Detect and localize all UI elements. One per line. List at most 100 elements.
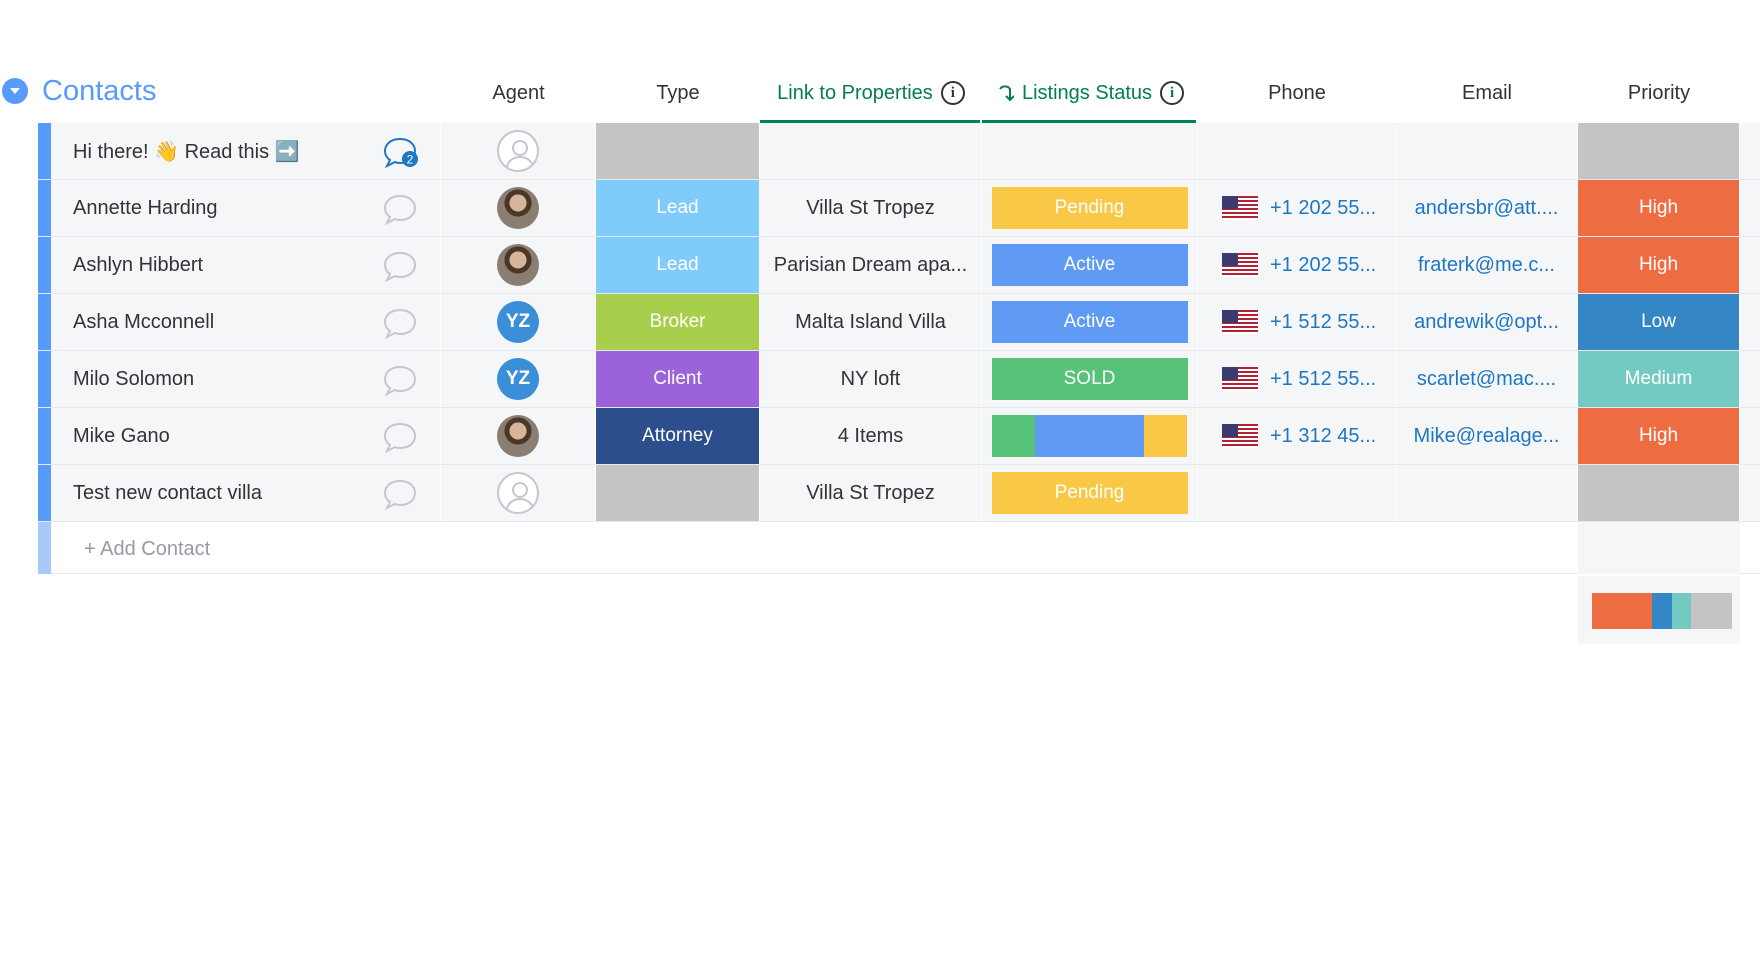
add-contact-input[interactable]: + Add Contact bbox=[84, 538, 211, 560]
item-name-cell[interactable]: Milo Solomon bbox=[51, 351, 441, 407]
item-name[interactable]: Annette Harding bbox=[73, 196, 218, 219]
email-link[interactable]: scarlet@mac.... bbox=[1416, 367, 1557, 390]
phone-number[interactable]: +1 512 55... bbox=[1270, 310, 1377, 333]
phone-cell[interactable]: +1 312 45... bbox=[1198, 408, 1396, 464]
empty-person-icon[interactable] bbox=[497, 472, 539, 514]
avatar[interactable]: YZ bbox=[497, 358, 539, 400]
status-cell[interactable] bbox=[982, 408, 1198, 464]
status-cell[interactable] bbox=[982, 123, 1198, 179]
item-name[interactable]: Test new contact villa bbox=[73, 481, 262, 504]
email-link[interactable]: Mike@realage... bbox=[1413, 424, 1560, 447]
link-cell[interactable]: Villa St Tropez bbox=[760, 180, 982, 236]
updates-icon[interactable] bbox=[382, 193, 420, 225]
status-label[interactable]: Pending bbox=[991, 472, 1188, 514]
status-label[interactable]: SOLD bbox=[991, 358, 1188, 400]
status-cell[interactable]: Active bbox=[982, 294, 1198, 350]
email-cell[interactable]: fraterk@me.c... bbox=[1396, 237, 1578, 293]
priority-summary[interactable] bbox=[1578, 576, 1740, 644]
email-link[interactable]: andersbr@att.... bbox=[1414, 196, 1559, 219]
table-row[interactable]: Asha Mcconnell YZ Broker Malta Island Vi… bbox=[38, 294, 1760, 351]
table-row[interactable]: Annette Harding Lead Villa St Tropez Pen… bbox=[38, 180, 1760, 237]
email-cell[interactable] bbox=[1396, 465, 1578, 521]
phone-cell[interactable]: +1 512 55... bbox=[1198, 351, 1396, 407]
column-header-priority[interactable]: Priority bbox=[1578, 80, 1740, 106]
column-header-listings-status[interactable]: Listings Status i bbox=[982, 80, 1198, 106]
item-name-cell[interactable]: Ashlyn Hibbert bbox=[51, 237, 441, 293]
agent-cell[interactable] bbox=[441, 123, 596, 179]
info-icon[interactable]: i bbox=[940, 81, 965, 105]
email-link[interactable]: andrewik@opt... bbox=[1414, 310, 1559, 333]
item-name[interactable]: Ashlyn Hibbert bbox=[73, 253, 204, 276]
email-cell[interactable]: scarlet@mac.... bbox=[1396, 351, 1578, 407]
email-link[interactable]: fraterk@me.c... bbox=[1418, 253, 1555, 276]
link-cell[interactable]: NY loft bbox=[760, 351, 982, 407]
phone-cell[interactable] bbox=[1198, 123, 1396, 179]
status-cell[interactable]: Pending bbox=[982, 465, 1198, 521]
priority-cell[interactable] bbox=[1578, 123, 1740, 179]
type-cell[interactable]: Broker bbox=[596, 294, 760, 350]
priority-summary-bar[interactable] bbox=[1592, 593, 1732, 629]
phone-number[interactable]: +1 312 45... bbox=[1270, 424, 1377, 447]
column-header-phone[interactable]: Phone bbox=[1198, 80, 1396, 106]
item-name[interactable]: Asha Mcconnell bbox=[73, 310, 215, 333]
item-name[interactable]: Hi there! 👋 Read this ➡️ bbox=[73, 140, 300, 163]
status-cell[interactable]: Pending bbox=[982, 180, 1198, 236]
column-header-agent[interactable]: Agent bbox=[441, 80, 596, 106]
type-cell[interactable]: Lead bbox=[596, 180, 760, 236]
item-name-cell[interactable]: Test new contact villa bbox=[51, 465, 441, 521]
column-header-link-to-properties[interactable]: Link to Properties i bbox=[760, 80, 982, 106]
type-cell[interactable]: Client bbox=[596, 351, 760, 407]
table-row[interactable]: Milo Solomon YZ Client NY loft SOLD +1 5… bbox=[38, 351, 1760, 408]
updates-icon[interactable] bbox=[382, 250, 420, 282]
updates-icon[interactable] bbox=[382, 421, 420, 453]
agent-cell[interactable] bbox=[441, 465, 596, 521]
item-name[interactable]: Mike Gano bbox=[73, 424, 170, 447]
link-cell[interactable]: Malta Island Villa bbox=[760, 294, 982, 350]
agent-cell[interactable] bbox=[441, 237, 596, 293]
avatar[interactable]: YZ bbox=[497, 301, 539, 343]
type-cell[interactable] bbox=[596, 123, 760, 179]
agent-cell[interactable]: YZ bbox=[441, 294, 596, 350]
phone-cell[interactable]: +1 202 55... bbox=[1198, 237, 1396, 293]
priority-cell[interactable]: High bbox=[1578, 237, 1740, 293]
item-name-cell[interactable]: Hi there! 👋 Read this ➡️ 2 bbox=[51, 123, 441, 179]
email-cell[interactable] bbox=[1396, 123, 1578, 179]
item-name[interactable]: Milo Solomon bbox=[73, 367, 195, 390]
priority-cell[interactable] bbox=[1578, 465, 1740, 521]
updates-icon[interactable] bbox=[382, 307, 420, 339]
group-title[interactable]: Contacts bbox=[42, 75, 157, 107]
priority-cell[interactable]: High bbox=[1578, 408, 1740, 464]
type-cell[interactable]: Attorney bbox=[596, 408, 760, 464]
priority-cell[interactable]: High bbox=[1578, 180, 1740, 236]
link-cell[interactable]: Villa St Tropez bbox=[760, 465, 982, 521]
priority-cell[interactable]: Low bbox=[1578, 294, 1740, 350]
agent-cell[interactable]: YZ bbox=[441, 351, 596, 407]
updates-icon[interactable]: 2 bbox=[382, 136, 420, 168]
table-row[interactable]: Mike Gano Attorney 4 Items +1 312 45... … bbox=[38, 408, 1760, 465]
avatar[interactable] bbox=[497, 244, 539, 286]
email-cell[interactable]: andrewik@opt... bbox=[1396, 294, 1578, 350]
item-name-cell[interactable]: Annette Harding bbox=[51, 180, 441, 236]
avatar[interactable] bbox=[497, 415, 539, 457]
phone-cell[interactable]: +1 202 55... bbox=[1198, 180, 1396, 236]
phone-number[interactable]: +1 202 55... bbox=[1270, 196, 1377, 219]
collapse-group-button[interactable] bbox=[2, 78, 28, 104]
priority-cell[interactable]: Medium bbox=[1578, 351, 1740, 407]
status-distribution-bar[interactable] bbox=[991, 415, 1188, 457]
link-cell[interactable] bbox=[760, 123, 982, 179]
status-label[interactable]: Active bbox=[991, 301, 1188, 343]
agent-cell[interactable] bbox=[441, 408, 596, 464]
empty-person-icon[interactable] bbox=[497, 130, 539, 172]
updates-icon[interactable] bbox=[382, 364, 420, 396]
phone-cell[interactable]: +1 512 55... bbox=[1198, 294, 1396, 350]
status-label[interactable]: Active bbox=[991, 244, 1188, 286]
column-header-email[interactable]: Email bbox=[1396, 80, 1578, 106]
info-icon[interactable]: i bbox=[1160, 81, 1185, 105]
email-cell[interactable]: Mike@realage... bbox=[1396, 408, 1578, 464]
item-name-cell[interactable]: Asha Mcconnell bbox=[51, 294, 441, 350]
type-cell[interactable]: Lead bbox=[596, 237, 760, 293]
link-cell[interactable]: 4 Items bbox=[760, 408, 982, 464]
status-cell[interactable]: Active bbox=[982, 237, 1198, 293]
updates-icon[interactable] bbox=[382, 478, 420, 510]
type-cell[interactable] bbox=[596, 465, 760, 521]
